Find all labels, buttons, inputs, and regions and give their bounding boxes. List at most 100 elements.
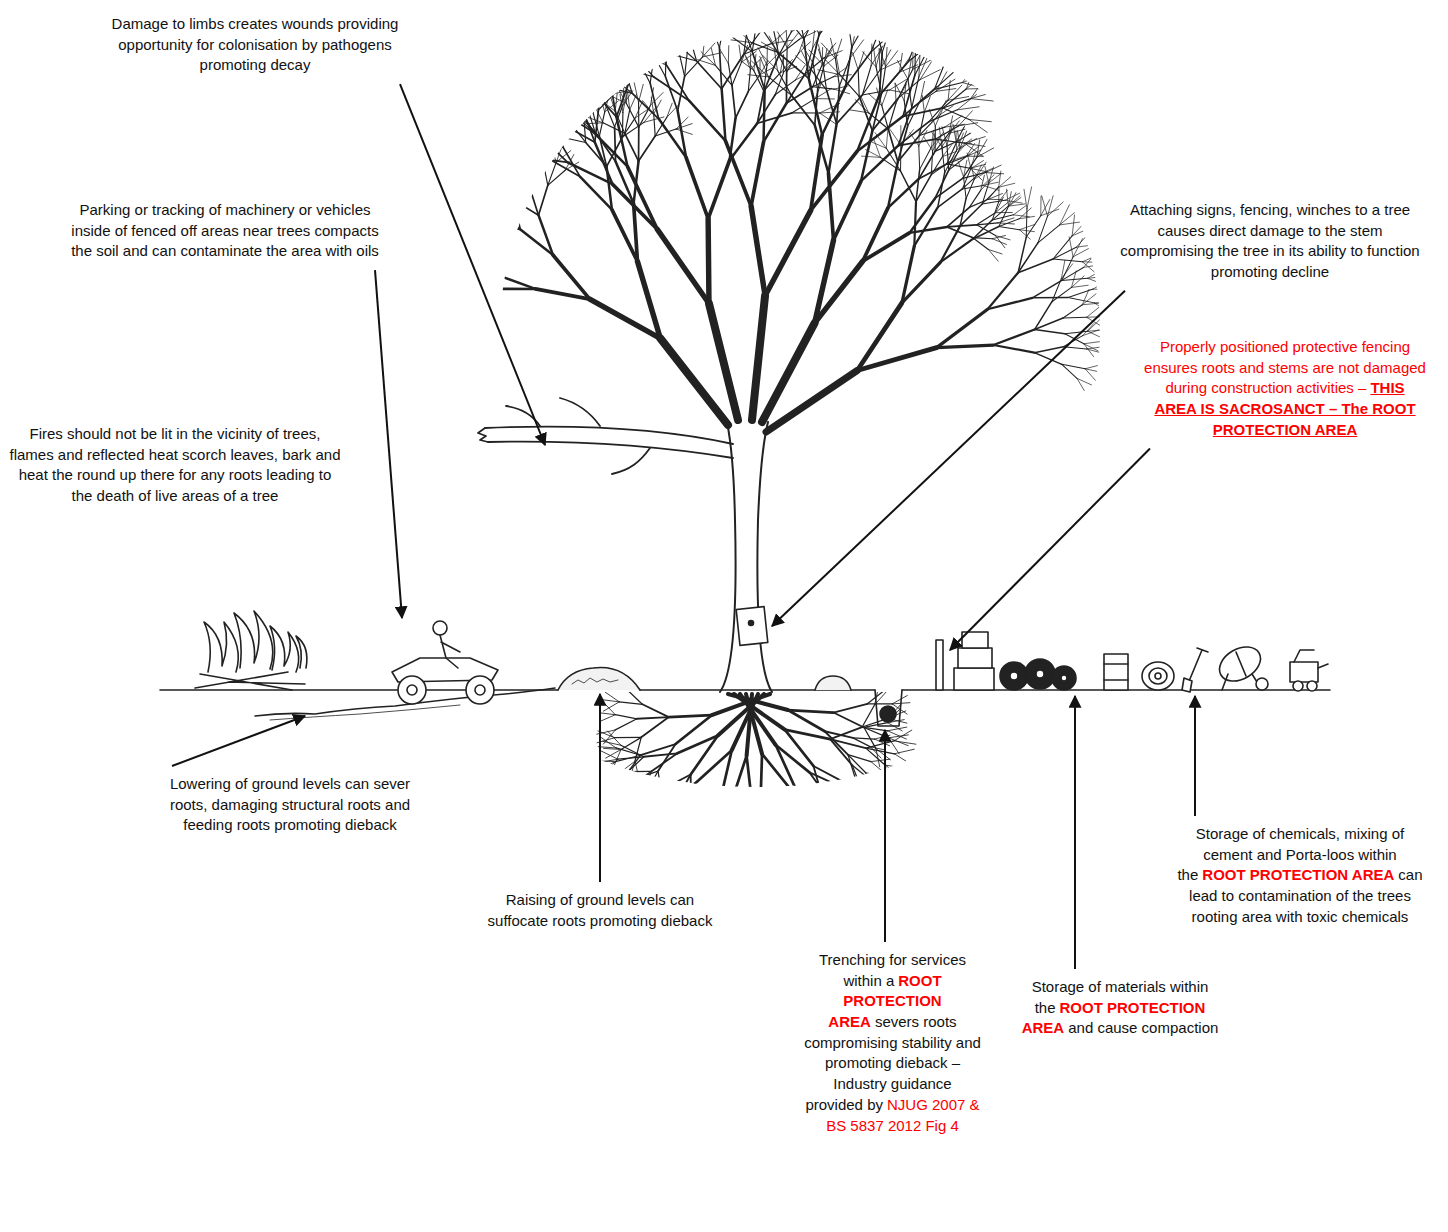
trench [880,706,896,722]
tree-roots [712,694,770,715]
tree-canopy [879,62,908,96]
tree-canopy [971,99,994,101]
tree-roots [855,778,871,789]
tree-roots [783,822,791,848]
tree-roots [779,833,802,849]
tree-canopy [641,35,652,52]
tree-roots [800,845,810,861]
tree-canopy [645,13,651,37]
tree-canopy [587,97,593,113]
tree-canopy [801,51,810,68]
tree-roots [894,741,916,744]
tree-canopy [638,102,639,127]
cement-mixer [1256,678,1268,690]
tree-canopy [544,108,565,126]
tree-roots [834,828,851,833]
tree-roots [860,788,876,790]
tree-roots [722,859,742,863]
tree-canopy [988,273,1018,310]
tree-roots [836,820,854,826]
tree-canopy [784,0,798,11]
tree-roots [870,787,883,801]
tree-canopy [689,36,696,61]
tree-canopy [771,7,773,28]
spoil-heap [815,676,851,690]
quad-bike [440,635,460,668]
tree-roots [871,780,880,795]
tree-roots [798,846,811,857]
tree-roots [689,812,691,840]
tree-canopy [652,32,653,52]
tree-canopy [531,82,550,87]
tree-roots [758,839,760,865]
tree-canopy [880,49,886,67]
tree-canopy [701,52,715,66]
tree-canopy [613,184,658,229]
tree-roots [810,845,820,862]
tree-canopy [735,28,751,43]
tree-roots [863,800,879,808]
tree-canopy [563,101,577,114]
tree-roots [722,851,725,868]
tree-canopy [922,96,924,113]
tree-canopy [650,56,654,84]
tree-roots [894,754,912,766]
tree-canopy [445,245,452,259]
tree-canopy [601,69,603,86]
tree-canopy [1069,237,1073,257]
tree-roots [649,806,673,815]
tree-canopy [521,149,523,166]
tree-canopy [534,145,552,160]
tree-canopy [933,135,942,151]
tree-canopy [919,130,927,146]
tree-canopy [689,101,725,141]
tree-canopy [637,261,660,338]
tree-canopy [438,268,463,273]
tree-canopy [599,112,604,136]
tree-canopy [625,133,639,161]
tree-canopy [679,21,690,36]
tree-roots [637,717,669,719]
tree-canopy [732,85,736,118]
tree-canopy [700,0,708,17]
tree-roots [843,811,859,816]
tree-canopy [858,70,860,97]
tree-canopy [480,152,501,154]
tree-canopy [815,90,818,126]
tree-canopy [595,54,609,80]
tree-canopy [1082,262,1100,277]
tree-canopy [610,54,624,68]
tree-roots [759,803,761,839]
tree-canopy [1088,278,1106,285]
quad-bike [398,676,426,704]
tree-canopy [787,32,799,47]
tree-roots [662,806,673,832]
hose-coil [1149,668,1167,684]
tree-canopy [665,35,667,65]
tree-canopy [919,112,924,135]
tree-roots [855,778,861,795]
tree-roots [618,772,635,779]
tree-roots [678,847,690,862]
tree-canopy [585,71,587,89]
tree-canopy [999,190,1008,201]
tree-roots [756,856,770,866]
tree-canopy [792,95,815,125]
tree-roots [843,811,852,824]
leader-arrow [172,716,305,766]
tree-roots [624,779,635,794]
tree-canopy [530,187,539,215]
tree-canopy [752,22,756,52]
tree-roots [830,739,852,765]
tree-canopy [836,53,840,75]
tree-canopy [588,75,605,86]
tree-canopy [908,79,912,108]
tree-canopy [569,52,576,72]
tree-canopy [799,25,812,39]
tree-canopy [579,84,583,110]
tree-roots [676,838,681,855]
tree-canopy [596,71,601,87]
tree-canopy [748,6,757,25]
tree-canopy [998,188,999,202]
tree-roots [889,685,910,686]
